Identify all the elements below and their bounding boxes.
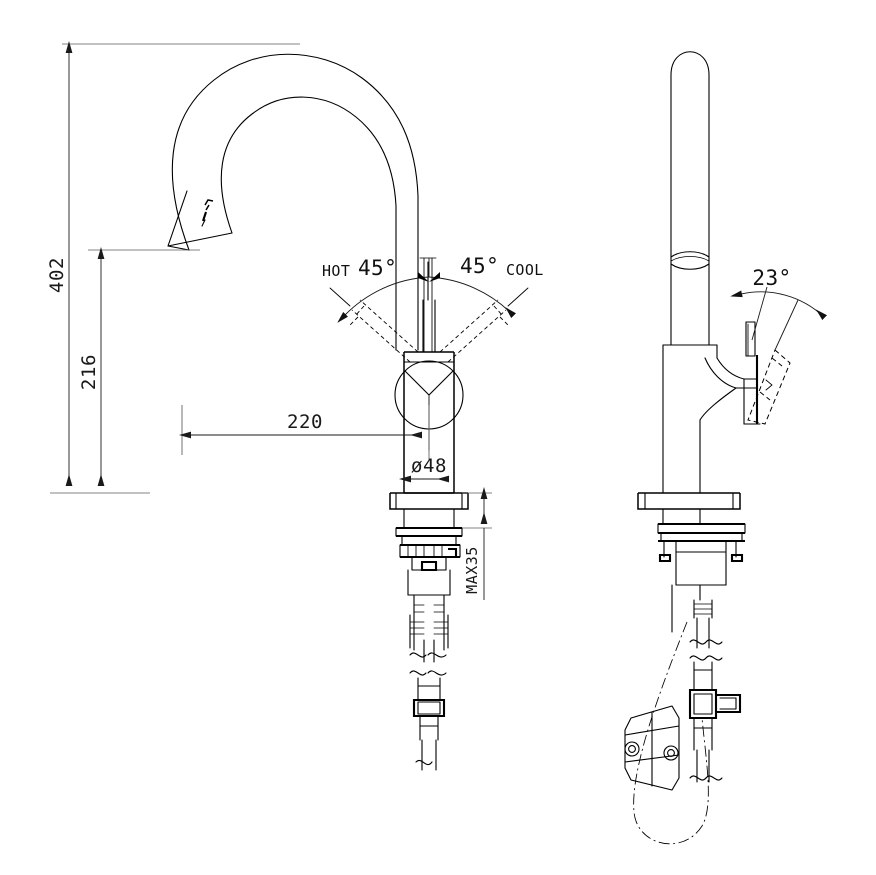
angle-dimension-45 [337, 258, 517, 323]
hot-angle-label: 45° [358, 256, 397, 280]
mounting-hardware [395, 526, 463, 596]
side-shank-hose [671, 584, 742, 783]
dimension-220: 220 [179, 405, 430, 460]
dimension-402: 402 [46, 41, 300, 494]
shank-and-hose [409, 594, 449, 771]
side-spout-tube [670, 51, 710, 346]
dimension-max35: MAX35 [462, 487, 492, 600]
side-angle-23-label: 23° [752, 266, 791, 290]
side-valve-body [662, 344, 761, 494]
dimension-216: 216 [78, 247, 200, 486]
dim-402-label: 402 [46, 257, 68, 293]
screw-head-icon [663, 745, 679, 761]
side-lever-dashed-position [747, 349, 791, 425]
side-view: 23° [624, 51, 828, 845]
break-line-icon [409, 652, 427, 658]
counterweight-block [624, 705, 680, 791]
side-mounting-hardware [657, 522, 746, 586]
hose-loop-dashed [633, 621, 709, 845]
dim-max35-label: MAX35 [463, 546, 481, 594]
dim-220-label: 220 [287, 411, 323, 433]
cool-angle-label: 45° [460, 254, 499, 278]
side-lever-arm [745, 321, 756, 357]
front-view: 402 216 220 ø48 MAX35 HOT [46, 41, 544, 771]
spout-gooseneck [167, 53, 419, 331]
dim-216-label: 216 [78, 354, 100, 390]
lever-dashed-positions [329, 287, 529, 363]
side-escutcheon-plate [637, 492, 741, 525]
dim-dia48-label: ø48 [411, 455, 447, 477]
riser-column [395, 257, 437, 353]
angle-dimension-23: 23° [730, 266, 828, 351]
escutcheon-plate [389, 492, 469, 529]
hot-label: HOT [322, 262, 350, 280]
cool-label: COOL [506, 261, 544, 279]
dimension-dia48: ø48 [399, 455, 449, 483]
